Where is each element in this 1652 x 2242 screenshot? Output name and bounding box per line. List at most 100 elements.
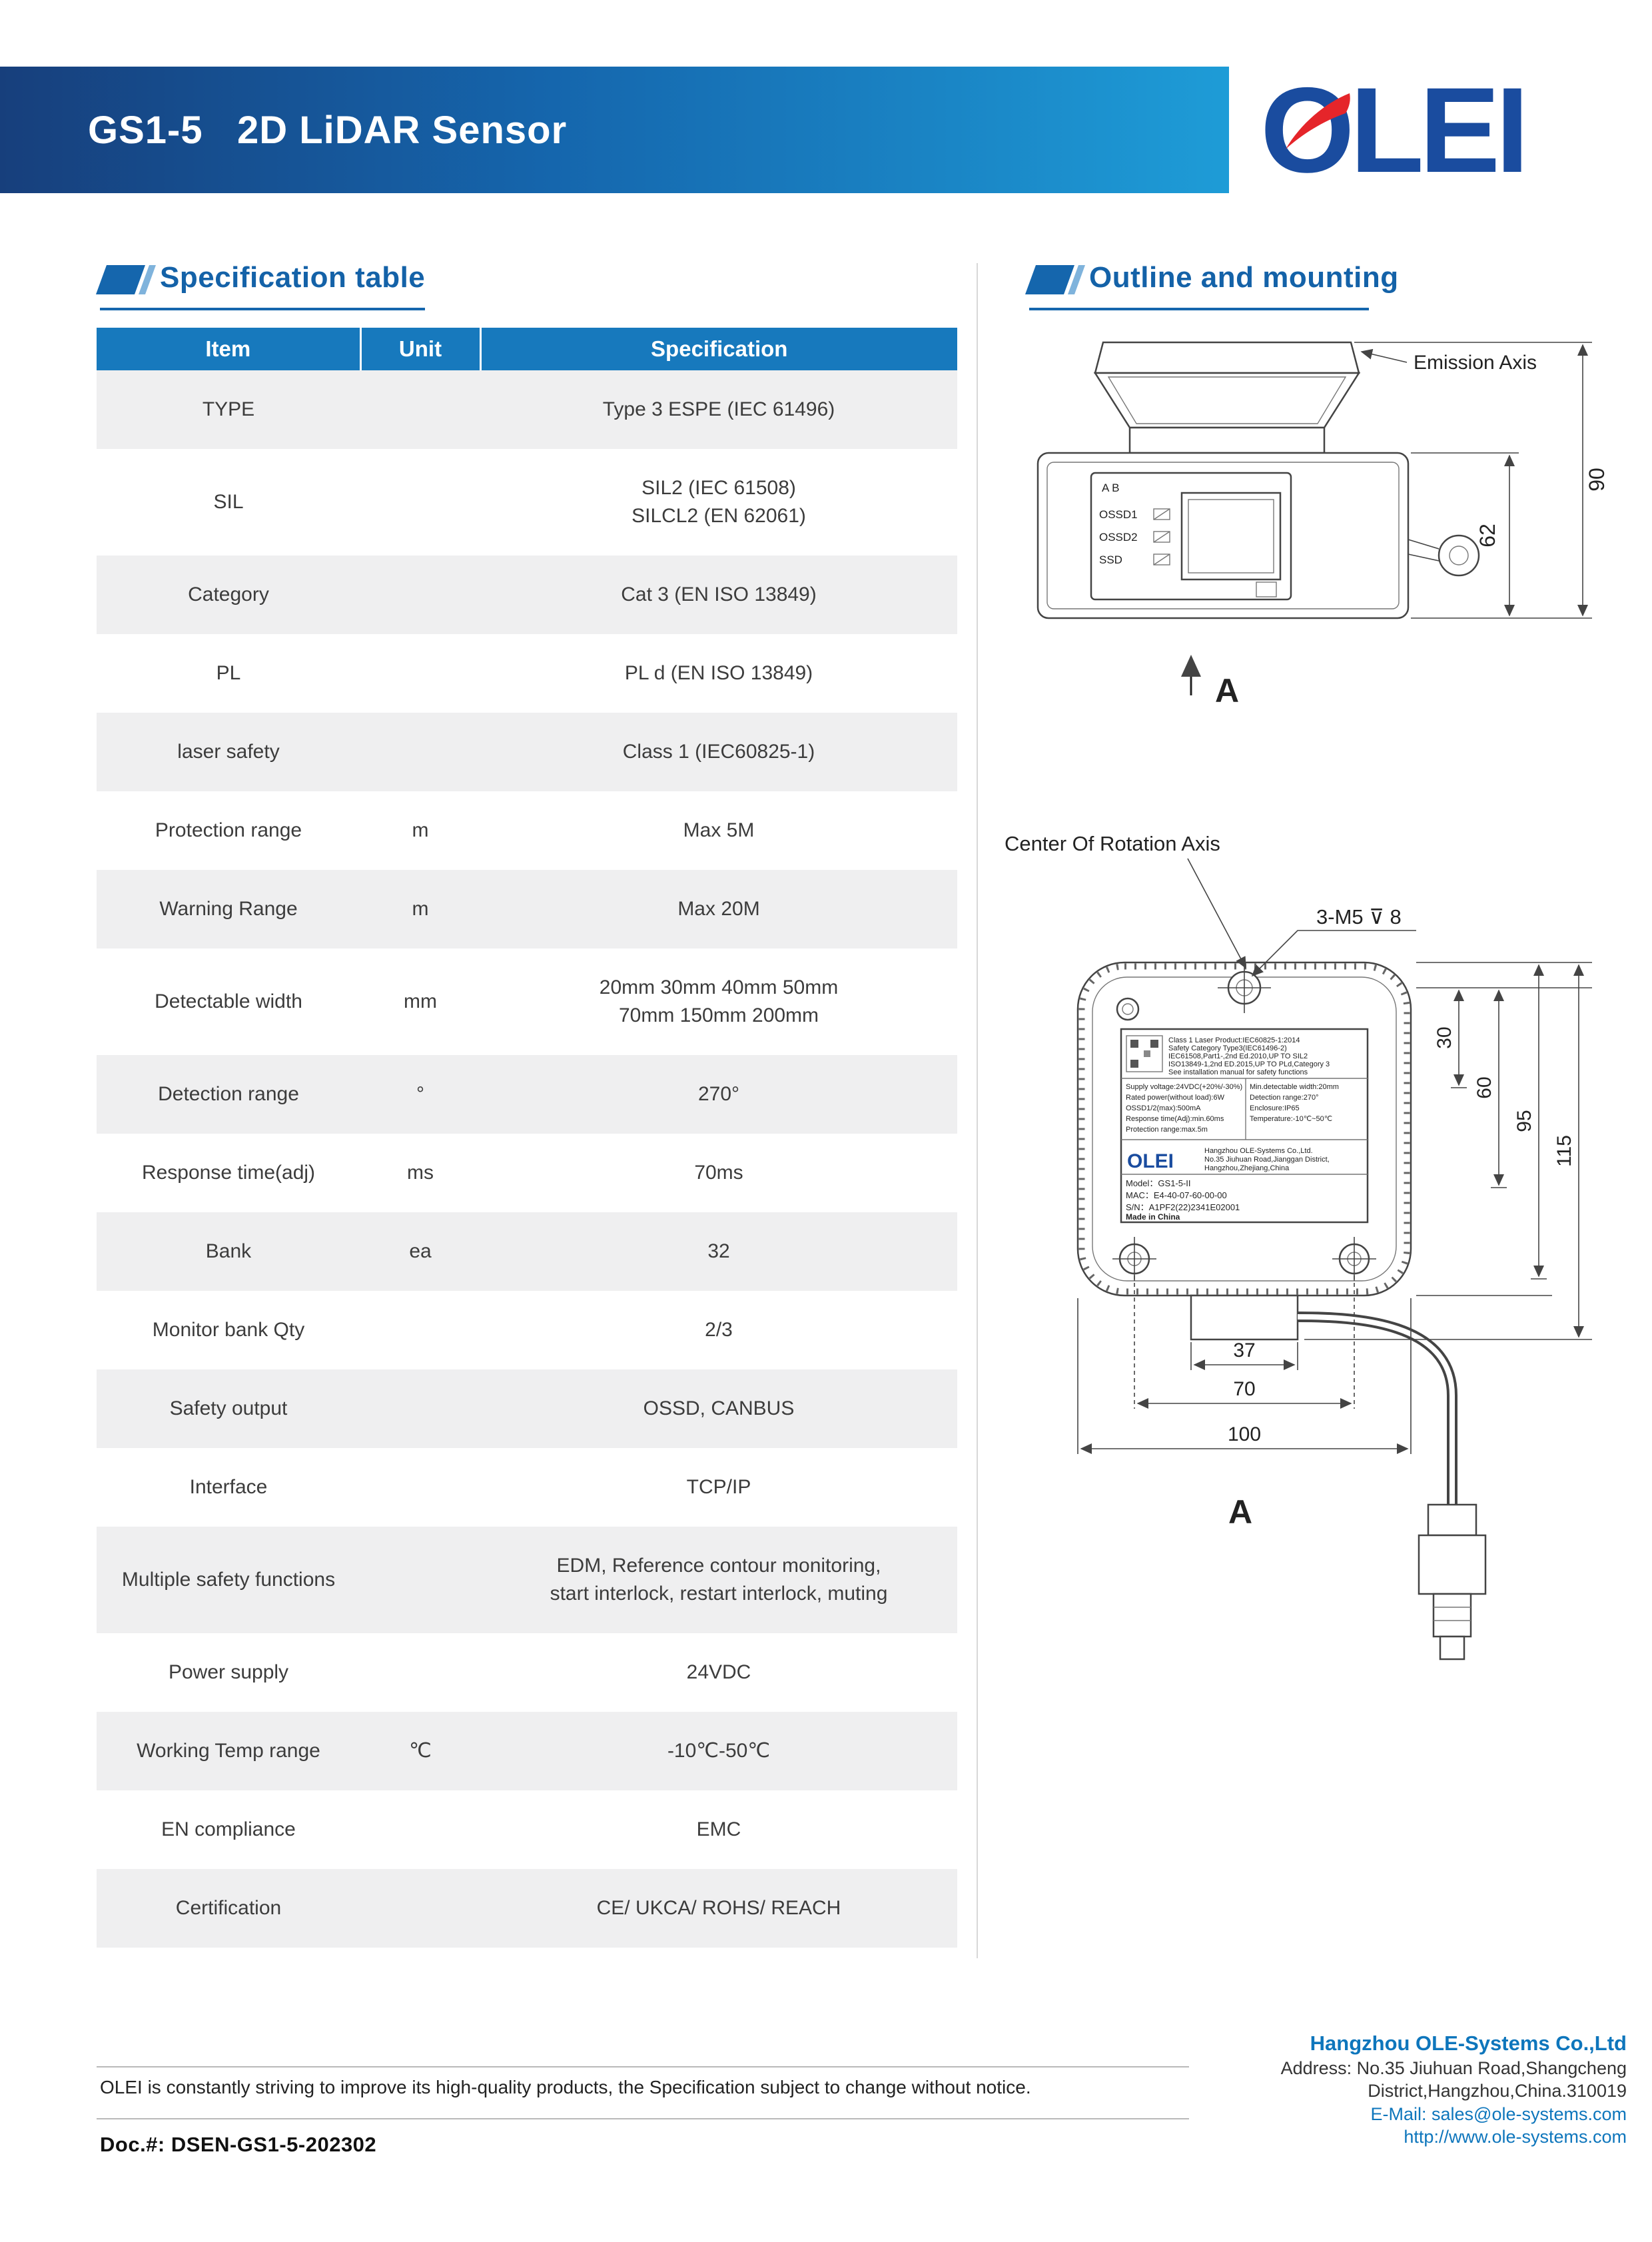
company-email: E-Mail: sales@ole-systems.com <box>1370 2103 1627 2124</box>
table-row: Working Temp range℃-10℃-50℃ <box>97 1712 957 1790</box>
cell-item: Response time(adj) <box>141 1162 316 1184</box>
cell-item: SIL <box>213 491 244 513</box>
cell-spec: 2/3 <box>705 1319 733 1341</box>
cell-unit: m <box>412 819 429 841</box>
cell-item: Monitor bank Qty <box>152 1319 305 1341</box>
cell-item: Power supply <box>168 1661 289 1683</box>
sticker-spec-line: Temperature:-10℃~50℃ <box>1250 1115 1332 1123</box>
cell-spec: PL d (EN ISO 13849) <box>624 662 813 684</box>
sticker-spec-line: Detection range:270° <box>1250 1094 1318 1102</box>
cell-item: Multiple safety functions <box>97 1527 360 1633</box>
cell-unit: ms <box>407 1162 434 1184</box>
front-panel-labels: A B OSSD1 OSSD2 SSD <box>1099 482 1138 566</box>
sticker-mac-line: MAC：E4-40-07-60-00-00 <box>1126 1190 1227 1200</box>
sticker-cert-line: IEC61508,Part1-,2nd Ed.2010,UP TO SIL2 <box>1168 1052 1308 1060</box>
sticker-company-line: Hangzhou,Zhejiang,China <box>1204 1164 1290 1172</box>
view-a-label-bottom: A <box>1228 1493 1252 1531</box>
emission-axis-label: Emission Axis <box>1414 352 1537 374</box>
cell-unit <box>360 1527 480 1633</box>
cell-unit: m <box>360 870 480 948</box>
cell-spec: SIL2 (IEC 61508) SILCL2 (EN 62061) <box>631 477 806 527</box>
dim-95-label: 95 <box>1513 1110 1535 1132</box>
table-row: Detection range°270° <box>97 1055 957 1134</box>
sticker-spec-line: Rated power(without load):6W <box>1126 1094 1225 1102</box>
sticker-cert-line: Class 1 Laser Product:IEC60825-1:2014 <box>1168 1036 1300 1044</box>
cell-unit <box>360 556 480 634</box>
cell-unit <box>360 1291 480 1369</box>
sticker-sn-line: S/N：A1PF2(22)2341E02001 <box>1126 1202 1240 1212</box>
olei-logo: OLEI <box>1260 64 1623 196</box>
sticker-spec-line: Min.detectable width:20mm <box>1250 1083 1339 1091</box>
cell-spec: EDM, Reference contour monitoring, start… <box>480 1527 957 1633</box>
cell-unit <box>360 1869 480 1948</box>
cell-spec: 24VDC <box>686 1661 751 1683</box>
outline-section-title: Outline and mounting <box>1089 261 1399 294</box>
cell-item: Bank <box>97 1212 360 1291</box>
cell-unit <box>360 713 480 791</box>
cell-spec: -10℃-50℃ <box>480 1712 957 1790</box>
cell-unit: mm <box>404 990 437 1012</box>
outline-section-underline <box>1029 308 1369 310</box>
table-row: PL PL d (EN ISO 13849) <box>97 634 957 713</box>
cell-spec: Cat 3 (EN ISO 13849) <box>480 556 957 634</box>
company-contact-block: Hangzhou OLE-Systems Co.,Ltd Address: No… <box>1132 2030 1627 2149</box>
cell-unit <box>360 370 480 449</box>
company-address-line2: District,Hangzhou,China.310019 <box>1368 2081 1627 2101</box>
sticker-spec-line: OSSD1/2(max):500mA <box>1126 1104 1201 1112</box>
sticker-company-line: No.35 Jiuhuan Road,Jianggan District, <box>1204 1156 1330 1164</box>
footer-divider-bottom <box>97 2118 1189 2119</box>
table-row: SIL SIL2 (IEC 61508) SILCL2 (EN 62061) <box>97 449 957 556</box>
cell-item: Certification <box>97 1869 360 1948</box>
cell-unit: ea <box>360 1212 480 1291</box>
front-dimensions: 62 90 Emission Axis A <box>1181 342 1609 709</box>
cell-item: Detection range <box>97 1055 360 1134</box>
col-header-unit: Unit <box>360 328 482 370</box>
panel-ab-label: A B <box>1102 482 1119 494</box>
cell-item: TYPE <box>97 370 360 449</box>
dim-115-label: 115 <box>1553 1135 1575 1167</box>
dim-90-label: 90 <box>1585 468 1609 492</box>
header-bar <box>0 67 1229 193</box>
cell-spec: 32 <box>480 1212 957 1291</box>
cell-item: Protection range <box>155 819 302 841</box>
col-header-spec: Specification <box>480 328 957 370</box>
cell-item: Interface <box>189 1476 268 1498</box>
dim-30-label: 30 <box>1434 1026 1455 1048</box>
doc-number: Doc.#: DSEN-GS1-5-202302 <box>100 2133 377 2156</box>
table-row: Certification CE/ UKCA/ ROHS/ REACH <box>97 1869 957 1948</box>
cell-unit <box>360 1448 480 1527</box>
outline-section-flag-icon <box>1025 265 1086 294</box>
sticker-olei-logo: OLEI <box>1127 1150 1174 1172</box>
cell-item: Warning Range <box>97 870 360 948</box>
cell-spec: 270° <box>480 1055 957 1134</box>
sticker-cert-line: See installation manual for safety funct… <box>1168 1068 1308 1076</box>
cell-spec: Max 20M <box>480 870 957 948</box>
footer-disclaimer: OLEI is constantly striving to improve i… <box>100 2077 1031 2097</box>
sticker-spec-line: Protection range:max.5m <box>1126 1126 1208 1134</box>
table-row: Monitor bank Qty 2/3 <box>97 1291 957 1369</box>
dim-62-label: 62 <box>1475 524 1499 548</box>
col-header-item: Item <box>97 328 362 370</box>
logo-red-swoosh-icon <box>1286 93 1350 149</box>
table-header-row: Item Unit Specification <box>97 328 957 370</box>
table-row: Power supply 24VDC <box>97 1633 957 1712</box>
cell-spec: CE/ UKCA/ ROHS/ REACH <box>480 1869 957 1948</box>
cell-spec: EMC <box>696 1818 741 1840</box>
center-axis-label: Center Of Rotation Axis <box>1005 832 1220 855</box>
cell-item: PL <box>216 662 241 684</box>
sticker-company-line: Hangzhou OLE-Systems Co.,Ltd. <box>1204 1147 1313 1155</box>
mounting-annotations: Center Of Rotation Axis 3-M5 ⊽ 8 <box>1005 832 1416 977</box>
